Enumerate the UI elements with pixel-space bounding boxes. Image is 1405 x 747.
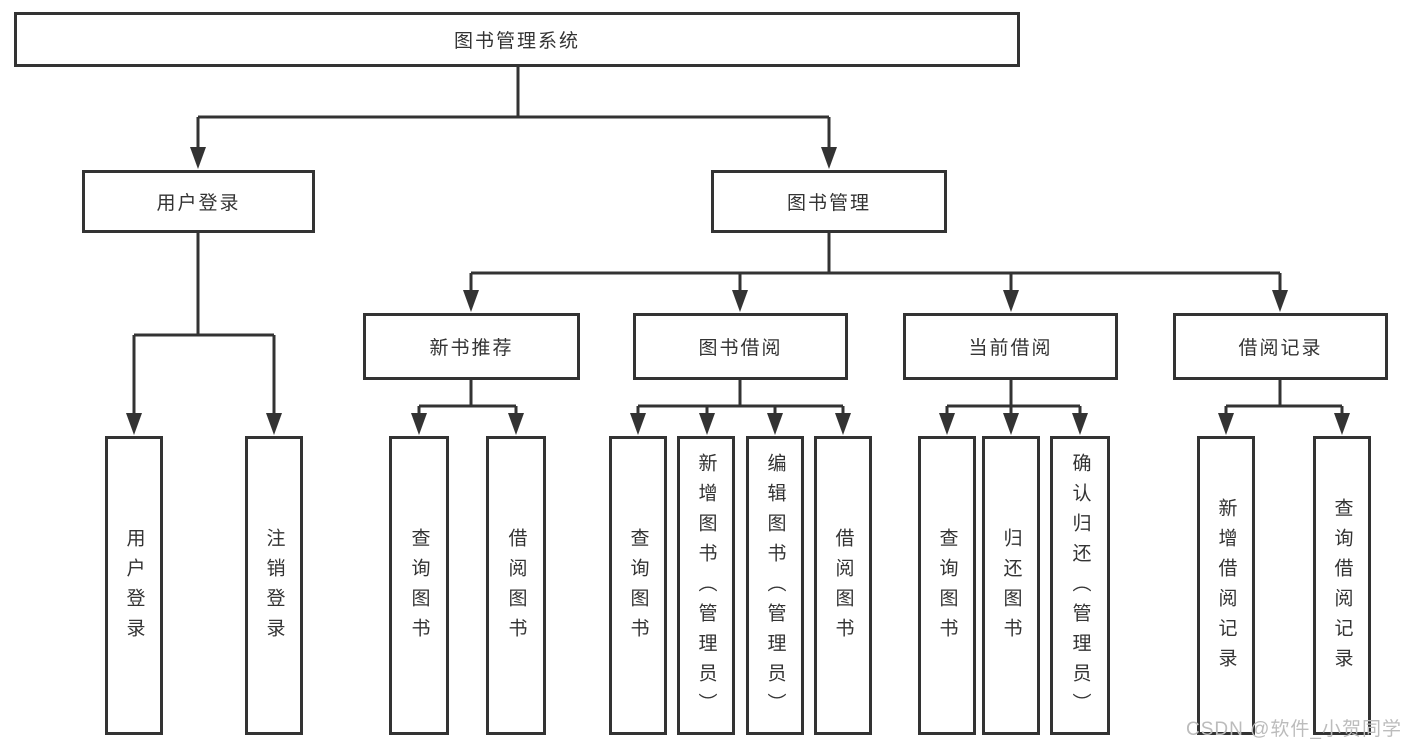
leaf-logout: 注销登录 — [245, 436, 303, 735]
leaf-confirm-return-admin: 确认归还（管理员） — [1050, 436, 1110, 735]
node-user-login: 用户登录 — [82, 170, 315, 233]
leaf-add-book-admin: 新增图书（管理员） — [677, 436, 735, 735]
leaf-borrow-books-2: 借阅图书 — [814, 436, 872, 735]
node-borrow-record: 借阅记录 — [1173, 313, 1388, 380]
leaf-query-books-2: 查询图书 — [609, 436, 667, 735]
node-library-system: 图书管理系统 — [14, 12, 1020, 67]
node-current-borrow: 当前借阅 — [903, 313, 1118, 380]
leaf-borrow-books: 借阅图书 — [486, 436, 546, 735]
leaf-add-borrow-record: 新增借阅记录 — [1197, 436, 1255, 735]
node-book-borrow: 图书借阅 — [633, 313, 848, 380]
leaf-query-books-3: 查询图书 — [918, 436, 976, 735]
leaf-query-borrow-record: 查询借阅记录 — [1313, 436, 1371, 735]
leaf-user-login: 用户登录 — [105, 436, 163, 735]
leaf-return-books: 归还图书 — [982, 436, 1040, 735]
leaf-edit-book-admin: 编辑图书（管理员） — [746, 436, 804, 735]
csdn-watermark: CSDN @软件_小贺同学 — [1186, 719, 1402, 740]
node-book-management: 图书管理 — [711, 170, 947, 233]
leaf-query-books: 查询图书 — [389, 436, 449, 735]
node-new-book-recommend: 新书推荐 — [363, 313, 580, 380]
